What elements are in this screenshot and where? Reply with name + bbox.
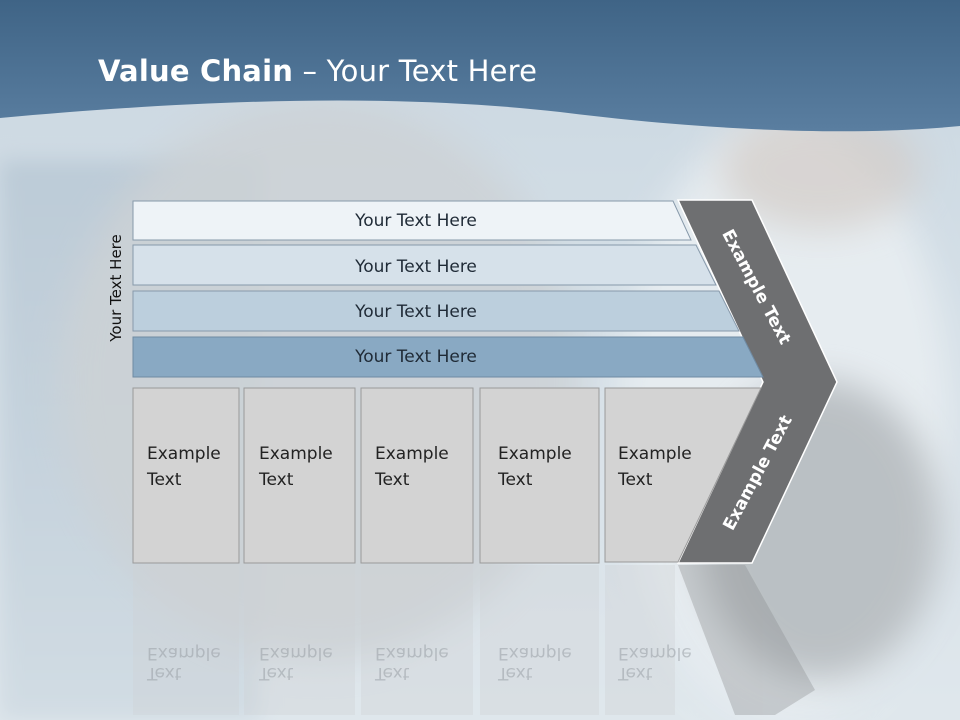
activity-box xyxy=(132,387,240,564)
bar-label: Your Text Here xyxy=(354,211,477,231)
reflection-box xyxy=(480,565,599,715)
box-label: Example xyxy=(498,444,572,464)
bar-label: Your Text Here xyxy=(354,257,477,277)
reflection-box xyxy=(244,565,355,715)
reflection-label: Example xyxy=(147,643,221,663)
bar xyxy=(132,200,692,241)
activity-box xyxy=(243,387,356,564)
reflection-label: Text xyxy=(258,663,294,683)
reflection-box xyxy=(133,565,239,715)
bar xyxy=(132,244,717,286)
background-coat-left xyxy=(60,100,580,660)
box-label: Example xyxy=(147,444,221,464)
activity-box xyxy=(479,387,600,564)
chevron-arrow xyxy=(676,199,838,564)
reflection-chevron xyxy=(678,565,815,715)
reflection-label: Example xyxy=(618,643,692,663)
reflection-label: Example xyxy=(259,643,333,663)
reflection-label: Text xyxy=(497,663,533,683)
title-rest: – Your Text Here xyxy=(293,54,538,88)
bar xyxy=(132,336,764,378)
reflection-label: Text xyxy=(146,663,182,683)
activity-box xyxy=(360,387,474,564)
box-label: Text xyxy=(374,470,410,490)
box-label: Example xyxy=(375,444,449,464)
box-label: Text xyxy=(258,470,294,490)
activity-boxes: Example Text Example Text Example Text E… xyxy=(132,387,762,564)
bar-label: Your Text Here xyxy=(354,302,477,322)
reflection-box xyxy=(605,565,675,715)
support-bars: Your Text Here Your Text Here Your Text … xyxy=(132,200,764,378)
activity-box xyxy=(604,387,762,563)
reflection-label: Example xyxy=(498,643,572,663)
reflection-label: Example xyxy=(375,643,449,663)
reflection-label: Text xyxy=(617,663,653,683)
bar xyxy=(132,290,740,332)
reflection-label: Text xyxy=(374,663,410,683)
bar-label: Your Text Here xyxy=(354,347,477,367)
reflection-text: Example Text Example Text Example Text E… xyxy=(146,643,692,683)
box-label: Text xyxy=(617,470,653,490)
box-label: Text xyxy=(497,470,533,490)
box-label: Example xyxy=(618,444,692,464)
reflection-box xyxy=(361,565,473,715)
header-banner xyxy=(0,0,960,132)
title-bold: Value Chain xyxy=(98,54,294,88)
box-label: Example xyxy=(259,444,333,464)
slide-title: Value Chain – Your Text Here xyxy=(98,54,537,88)
reflection xyxy=(133,565,815,715)
box-label: Text xyxy=(146,470,182,490)
